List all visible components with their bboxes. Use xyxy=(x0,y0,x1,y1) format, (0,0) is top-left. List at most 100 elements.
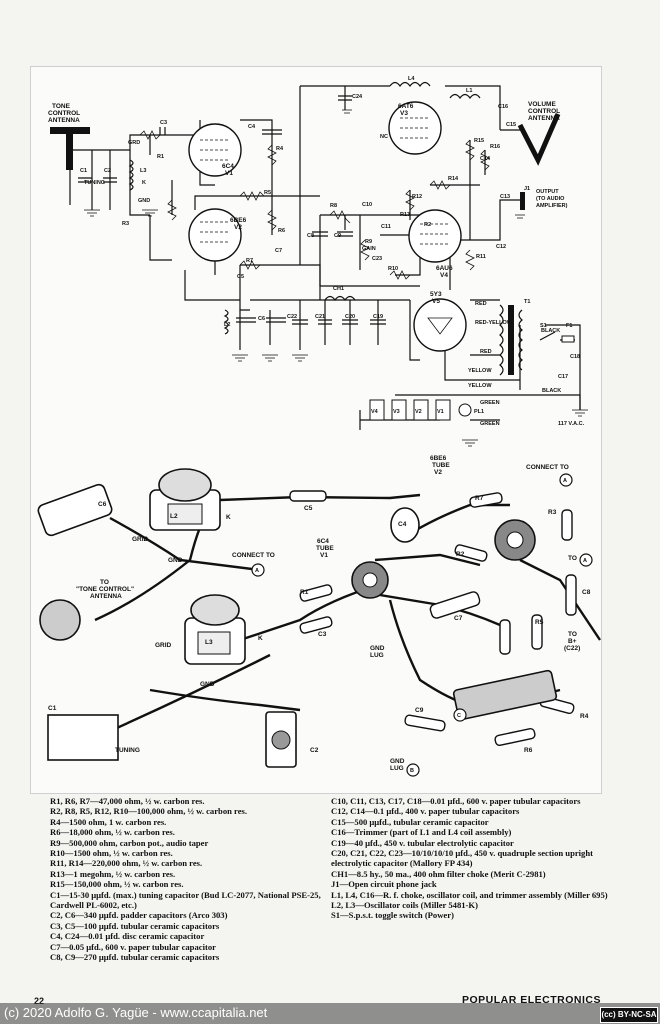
k-label-upper: K xyxy=(142,180,146,186)
component-label-l4: L4 xyxy=(408,76,415,82)
to-b-plus-3: (C22) xyxy=(564,645,580,652)
gnd-lug-b-2: LUG xyxy=(390,765,404,772)
pictorial-label-r6: R6 xyxy=(524,747,533,754)
t1-label: T1 xyxy=(524,299,530,305)
pictorial-label-r2: R2 xyxy=(456,551,465,558)
wire-color-label: RED xyxy=(475,301,487,307)
parts-list-entry: C7—0.05 μfd., 600 v. paper tubular capac… xyxy=(50,941,216,952)
pictorial-label-r5: R5 xyxy=(535,619,544,626)
tube-v3-symbol xyxy=(388,101,442,155)
license-badge: (cc) BY-NC-SA xyxy=(600,1007,658,1023)
v1-tube-label-2: TUBE xyxy=(316,545,334,552)
pictorial-label-r7: R7 xyxy=(475,495,484,502)
wire-color-label: GREEN xyxy=(480,421,500,427)
ground-symbols xyxy=(84,109,588,447)
parts-list-entry: R15—150,000 ohm, ½ w. carbon res. xyxy=(50,879,184,890)
marker-a-right: A xyxy=(583,558,587,564)
choke-ch1 xyxy=(324,295,356,302)
coil-l1 xyxy=(449,93,481,100)
pictorial-label-c7: C7 xyxy=(454,615,463,622)
component-label-r13: R13 xyxy=(400,212,410,218)
v5-type-label: 5Y3 xyxy=(430,291,442,298)
parts-list-entry: C10, C11, C13, C17, C18—0.01 μfd., 600 v… xyxy=(331,796,581,806)
component-label-c22: C22 xyxy=(287,314,297,320)
tuning-label: TUNING xyxy=(84,180,105,186)
wire-color-label: YELLOW xyxy=(468,383,492,389)
v2-ref-label: V2 xyxy=(234,224,242,231)
component-label-c1: C1 xyxy=(80,168,87,174)
component-label-c13: C13 xyxy=(500,194,510,200)
parts-list-entry: C8, C9—270 μμfd. tubular ceramic capacit… xyxy=(50,952,220,963)
component-label-c9: C9 xyxy=(334,233,341,239)
wire-color-label: BLACK xyxy=(541,328,560,334)
parts-list-entry: S1—S.p.s.t. toggle switch (Power) xyxy=(331,910,454,921)
parts-list-entry: J1—Open circuit phone jack xyxy=(331,879,437,890)
parts-list-entry: CH1—8.5 hy., 50 ma., 400 ohm filter chok… xyxy=(331,868,546,879)
v5-ref-label: V5 xyxy=(432,298,440,305)
component-label-c12: C12 xyxy=(496,244,506,250)
tube-v2-symbol xyxy=(188,208,242,262)
k-label-l3: K xyxy=(258,635,263,642)
component-label-c23: C23 xyxy=(372,256,382,262)
wire-color-label: RED xyxy=(480,349,492,355)
padder-adjust xyxy=(271,730,291,750)
schematic-wiring xyxy=(69,85,581,430)
parts-list-entry: C2, C6—340 μμfd. padder capacitors (Arco… xyxy=(50,910,228,921)
coil-l4 xyxy=(389,81,431,88)
parts-list: R1, R6, R7—47,000 ohm, ½ w. carbon res.R… xyxy=(50,796,610,984)
component-label-r14: R14 xyxy=(448,176,459,182)
schematic-labels: 6C4 V1 6BE6 V2 6AT6 V3 6AU6 V4 5Y3 V5 OU… xyxy=(84,103,585,427)
component-label-r10: R10 xyxy=(388,266,398,272)
coil-l3 xyxy=(128,159,134,191)
f1-label: F1 xyxy=(566,323,572,329)
fuse-f1-symbol xyxy=(561,335,575,343)
pictorial-label-c1: C1 xyxy=(48,705,57,712)
pl1-label: PL1 xyxy=(474,409,484,415)
component-label-c7: C7 xyxy=(275,248,282,254)
r9-gain-label: GAIN xyxy=(362,246,376,252)
k-label-l2: K xyxy=(226,514,231,521)
jack-j1-symbol xyxy=(520,192,525,210)
gnd-lug-b-1: GND xyxy=(390,758,405,765)
component-label-c19: C19 xyxy=(373,314,383,320)
component-label-r11: R11 xyxy=(476,254,486,260)
wire-color-label: RED-YELLOW xyxy=(475,320,513,326)
parts-list-right-column: C10, C11, C13, C17, C18—0.01 μfd., 600 v… xyxy=(331,796,611,921)
tone-antenna-pictorial-3: ANTENNA xyxy=(90,593,122,600)
marker-a-top: A xyxy=(563,478,567,484)
component-label-c20: C20 xyxy=(345,314,355,320)
v2-tube-label-3: V2 xyxy=(434,469,442,476)
figure-frame xyxy=(30,66,602,794)
component-label-l2: L2 xyxy=(224,322,230,328)
tone-antenna-label-3: ANTENNA xyxy=(48,117,80,124)
mains-label: 117 V.A.C. xyxy=(558,421,585,427)
component-label-c15: C15 xyxy=(506,122,516,128)
pictorial-label-c2: C2 xyxy=(310,747,319,754)
heater-label: V4 xyxy=(371,409,379,415)
v1-tube-label-3: V1 xyxy=(320,552,328,559)
pictorial-label-c6: C6 xyxy=(98,501,107,508)
parts-list-entry: C20, C21, C22, C23—10/10/10/10 μfd., 450… xyxy=(331,848,593,869)
grd-label: GRD xyxy=(128,140,140,146)
wire-color-label: GREEN xyxy=(480,400,500,406)
ch1-label: CH1 xyxy=(333,286,344,292)
component-label-r2: R2 xyxy=(424,222,431,228)
tube-socket-v1-center xyxy=(362,572,378,588)
tone-antenna-pictorial-1: TO xyxy=(100,579,109,586)
component-label-c24: C24 xyxy=(352,94,363,100)
component-label-l1: L1 xyxy=(466,88,472,94)
component-label-c11: C11 xyxy=(381,224,391,230)
marker-a-mid: A xyxy=(255,568,259,574)
to-b-plus-1: TO xyxy=(568,631,577,638)
parts-list-left-column: R1, R6, R7—47,000 ohm, ½ w. carbon res.R… xyxy=(50,796,324,963)
grid-label-l2: GRID xyxy=(132,536,149,543)
output-label-2: (TO AUDIO xyxy=(536,196,565,202)
v2-tube-label-2: TUBE xyxy=(432,462,450,469)
page-number: 22 xyxy=(34,996,45,1006)
component-label-r15: R15 xyxy=(474,138,484,144)
component-label-r8: R8 xyxy=(330,203,337,209)
parts-list-entry: R11, R14—220,000 ohm, ½ w. carbon res. xyxy=(50,858,203,869)
parts-list-entry: L2, L3—Oscillator coils (Miller 5481-K) xyxy=(331,900,478,911)
